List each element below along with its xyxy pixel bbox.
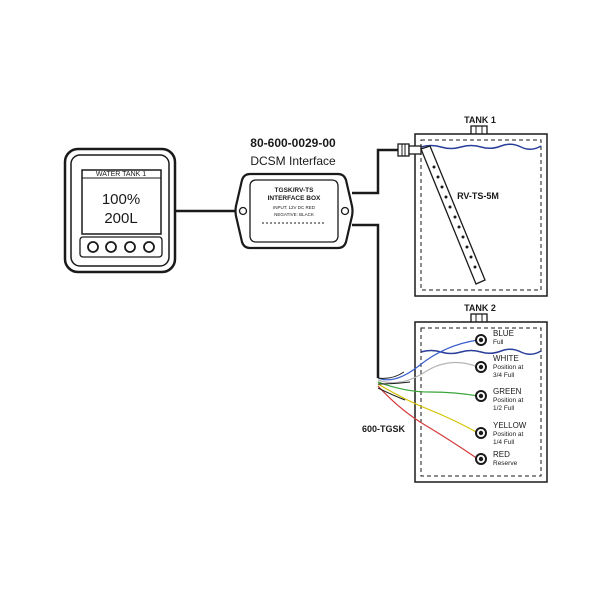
sensor-yellow-desc-2: 1/4 Full [493,439,515,446]
sensor-blue: BLUE Full [475,329,514,346]
wire-blue [377,339,479,381]
box-label-2: INTERFACE BOX [268,195,321,202]
sensor-yellow: YELLOW Position at 1/4 Full [475,421,527,446]
sensor-red-desc: Reserve [493,460,518,467]
display-percent: 100% [102,191,140,208]
tank1-sensor-label: RV-TS-5M [457,191,499,201]
interface-name: DCSM Interface [250,154,336,168]
tank1: RV-TS-5M [397,125,548,297]
sensor-red: RED Reserve [475,450,518,467]
tank2: BLUE Full WHITE Position at 3/4 Full GRE… [377,313,548,483]
sensor-green-desc-1: Position at [493,397,524,404]
wire-green [377,381,479,397]
sensor-yellow-desc-1: Position at [493,431,524,438]
sensor-green-name: GREEN [493,387,522,396]
box-label-3: INPUT: 12V DC RED [273,205,316,210]
box-label-1: TGSK/RV-TS [275,187,315,194]
display-button-2[interactable] [105,241,117,253]
display-button-1[interactable] [87,241,99,253]
wire-red [377,385,479,460]
display-button-4[interactable] [143,241,155,253]
tank2-title: TANK 2 [464,303,496,313]
right-mount-screw [340,206,350,216]
tank2-cable [352,223,380,378]
interface-box: TGSK/RV-TS INTERFACE BOX INPUT: 12V DC R… [234,172,354,250]
sensor-white: WHITE Position at 3/4 Full [475,354,524,379]
tank-monitor-display: WATER TANK 1 100% 200L [63,147,177,274]
sensor-green: GREEN Position at 1/2 Full [475,387,524,412]
wire-white [377,361,479,384]
harness-label: 600-TGSK [362,424,406,434]
display-button-panel [79,236,163,258]
sensor-yellow-name: YELLOW [493,421,527,430]
left-mount-screw [238,206,248,216]
sensor-white-desc-2: 3/4 Full [493,372,515,379]
box-label-4: NEGATIVE: BLACK [274,212,314,217]
wire-yellow [377,383,479,434]
display-title: WATER TANK 1 [96,171,146,178]
tank1-title: TANK 1 [464,115,496,125]
sensor-red-name: RED [493,450,510,459]
tank1-sensor-fitting [397,143,410,157]
display-button-3[interactable] [124,241,136,253]
sensor-white-desc-1: Position at [493,364,524,371]
tank1-water-level [420,143,542,150]
sensor-white-name: WHITE [493,354,519,363]
display-screen [81,169,162,235]
sensor-green-desc-2: 1/2 Full [493,405,515,412]
display-volume: 200L [104,210,137,227]
sensor-blue-name: BLUE [493,329,514,338]
interface-part-number: 80-600-0029-00 [250,136,336,150]
sensor-blue-desc: Full [493,339,504,346]
tank1-cable [352,148,398,195]
rv-ts-sensor-arm [420,145,486,285]
